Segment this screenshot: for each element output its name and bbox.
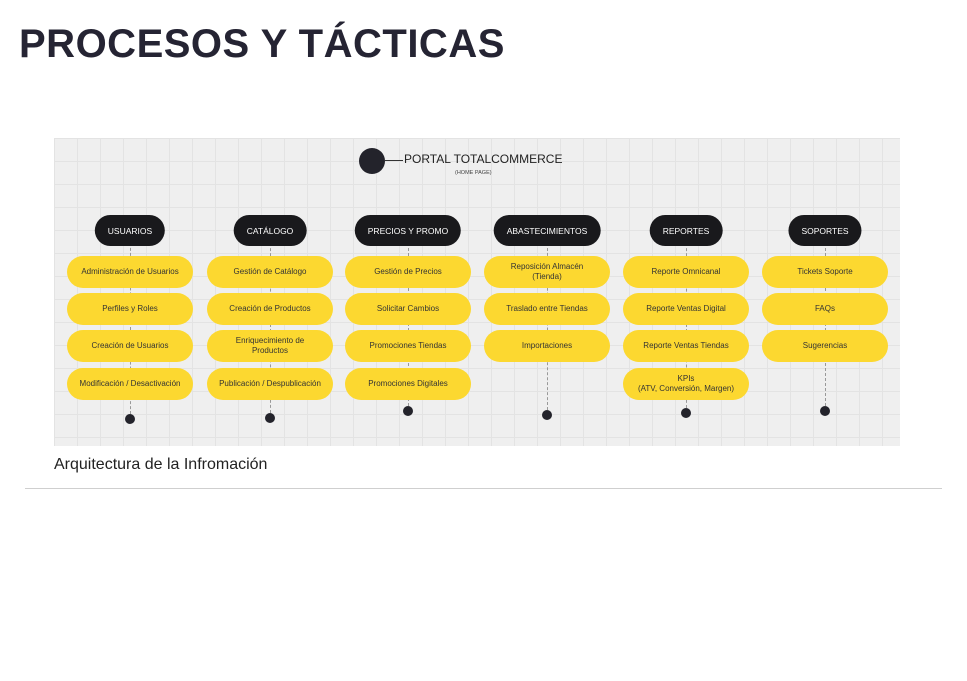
diagram-caption: Arquitectura de la Infromación: [54, 456, 268, 473]
root-node-dot: [359, 148, 385, 174]
information-architecture-diagram: PORTAL TOTALCOMMERCE (HOME PAGE) USUARIO…: [54, 138, 900, 446]
diagram-column: ABASTECIMIENTOS Reposición Almacén (Tiend…: [482, 138, 612, 446]
root-arrow: [385, 160, 403, 161]
category-header: REPORTES: [649, 215, 723, 246]
connector-line: [130, 238, 131, 419]
category-item: Reporte Ventas Tiendas: [623, 330, 749, 362]
category-header: CATÁLOGO: [233, 215, 307, 246]
category-item: Modificación / Desactivación: [67, 368, 193, 400]
end-node-dot: [265, 413, 275, 423]
root-node-sublabel: (HOME PAGE): [455, 170, 492, 176]
category-item: Reposición Almacén (Tienda): [484, 256, 610, 288]
category-header: USUARIOS: [94, 215, 166, 246]
connector-line: [270, 238, 271, 418]
category-item: Importaciones: [484, 330, 610, 362]
connector-line: [686, 238, 687, 413]
category-item: Traslado entre Tiendas: [484, 293, 610, 325]
category-item: Promociones Digitales: [345, 368, 471, 400]
category-item: Creación de Usuarios: [67, 330, 193, 362]
divider: [25, 488, 942, 489]
category-item: Administración de Usuarios: [67, 256, 193, 288]
category-item: KPIs (ATV, Conversión, Margen): [623, 368, 749, 400]
category-item: Reporte Ventas Digital: [623, 293, 749, 325]
category-header: PRECIOS Y PROMO: [354, 215, 462, 246]
category-item: Gestión de Precios: [345, 256, 471, 288]
category-item: Enriquecimiento de Productos: [207, 330, 333, 362]
root-node-label: PORTAL TOTALCOMMERCE: [404, 152, 563, 166]
end-node-dot: [403, 406, 413, 416]
category-item: Publicación / Despublicación: [207, 368, 333, 400]
category-item: Tickets Soporte: [762, 256, 888, 288]
end-node-dot: [820, 406, 830, 416]
category-item: Creación de Productos: [207, 293, 333, 325]
category-item: FAQs: [762, 293, 888, 325]
category-item: Promociones Tiendas: [345, 330, 471, 362]
category-item: Reporte Omnicanal: [623, 256, 749, 288]
category-header: SOPORTES: [788, 215, 862, 246]
end-node-dot: [125, 414, 135, 424]
category-item: Sugerencias: [762, 330, 888, 362]
end-node-dot: [681, 408, 691, 418]
category-item: Solicitar Cambios: [345, 293, 471, 325]
category-header: ABASTECIMIENTOS: [493, 215, 601, 246]
category-item: Gestión de Catálogo: [207, 256, 333, 288]
end-node-dot: [542, 410, 552, 420]
category-item: Perfiles y Roles: [67, 293, 193, 325]
connector-line: [547, 238, 548, 415]
page-title: PROCESOS Y TÁCTICAS: [19, 22, 505, 66]
